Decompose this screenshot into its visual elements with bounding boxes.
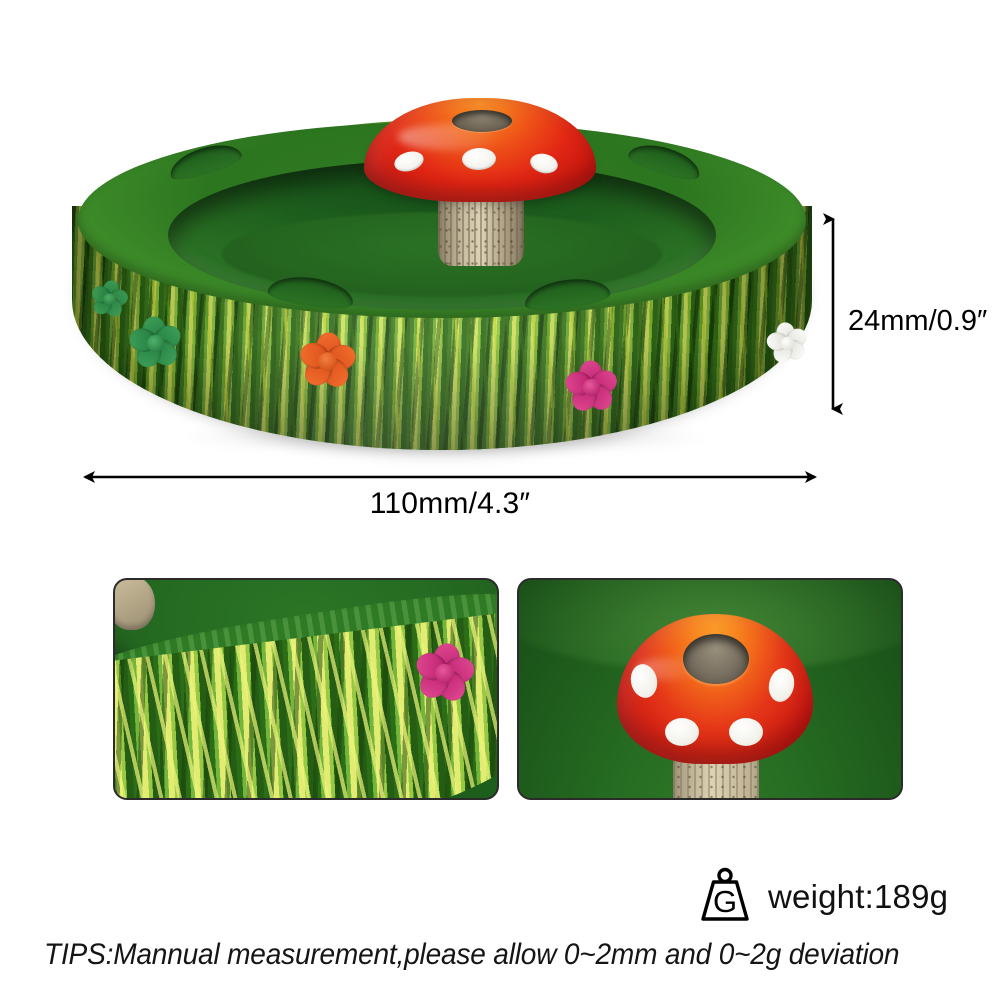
mushroom-top-hole [452,110,512,132]
closeup-sculpted-flower-pink [409,638,479,708]
weight-icon-letter: G [713,884,737,919]
height-dimension-label: 24mm/0.9″ [848,305,988,337]
closeup-mushroom-cap [617,614,813,764]
dimension-annotations [83,213,843,483]
weight-row: G weight:189g [694,866,948,928]
closeup-stem-edge [115,580,155,630]
mushroom-cap [364,98,596,202]
detail-panel-texture-closeup [113,578,499,800]
weight-scale-icon: G [701,867,749,921]
closeup-mushroom [617,614,813,798]
weight-label: weight:189g [768,878,949,915]
closeup-mushroom-spot [729,718,763,746]
detail-panel-mushroom-closeup [517,578,903,800]
closeup-mushroom-top-hole [683,634,749,684]
hero-product-image: 110mm/4.3″ 24mm/0.9″ [72,80,988,520]
closeup-mushroom-spot [665,718,699,746]
mushroom-centerpiece [364,80,596,280]
width-dimension-label: 110mm/4.3″ [369,487,531,520]
closeup-mushroom-spot [765,665,798,705]
tips-note: TIPS:Mannual measurement,please allow 0~… [44,938,900,971]
